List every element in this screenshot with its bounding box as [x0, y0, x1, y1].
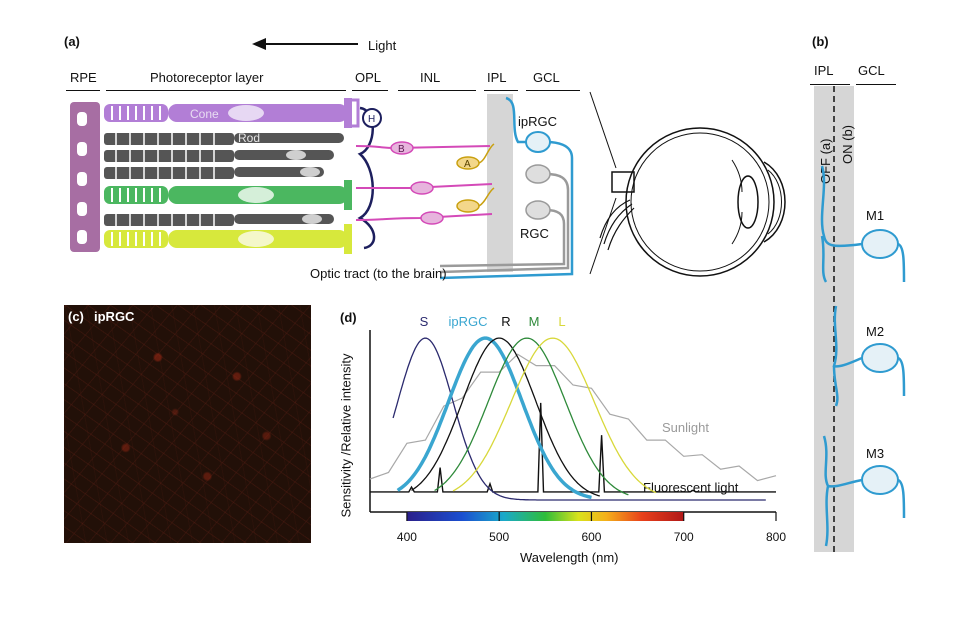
x-tick-label-500: 500 — [489, 530, 509, 544]
m3-label: M3 — [866, 446, 884, 461]
off-label: OFF (a) — [818, 139, 833, 185]
cone-label: Cone — [190, 107, 219, 121]
m2-label: M2 — [866, 324, 884, 339]
ipl-band — [487, 94, 513, 272]
series-label-iprgc: ipRGC — [448, 314, 487, 329]
panel-b-tag: (b) — [812, 34, 829, 49]
layer-opl-label: OPL — [355, 70, 382, 85]
horizontal-cell — [357, 106, 376, 250]
eye-icon — [599, 127, 786, 277]
x-tick-label-800: 800 — [766, 530, 786, 544]
layer-photoreceptor-label: Photoreceptor layer — [150, 70, 264, 85]
light-label: Light — [368, 38, 397, 53]
panel-b-gcl-label: GCL — [858, 63, 885, 78]
rgc-label: RGC — [520, 226, 549, 241]
inl-bracket — [398, 90, 476, 91]
curve-s — [392, 337, 766, 501]
iprgc-label: ipRGC — [518, 114, 557, 129]
optic-tract-label: Optic tract (to the brain) — [310, 266, 447, 281]
rod-group — [104, 133, 344, 226]
panel-d-tag: (d) — [340, 310, 357, 325]
fluorescent-line — [370, 402, 776, 493]
layer-inl-label: INL — [420, 70, 441, 85]
ipl-bracket — [484, 90, 518, 91]
x-tick-label-400: 400 — [397, 530, 417, 544]
panel-b-diagram: OFF (a) ON (b) M1 M2 M3 — [814, 86, 906, 552]
m1-label: M1 — [866, 208, 884, 223]
curve-r — [411, 337, 600, 497]
panel-b-ipl-label: IPL — [814, 63, 834, 78]
sunlight-line — [369, 353, 777, 482]
panel-c-label: ipRGC — [94, 309, 135, 324]
gcl-bracket — [526, 90, 580, 91]
series-label-l: L — [558, 314, 565, 329]
opl-bracket — [352, 90, 388, 91]
layer-ipl-label: IPL — [487, 70, 507, 85]
panel-c-tag: (c) — [68, 309, 84, 324]
layer-gcl-label: GCL — [533, 70, 560, 85]
panel-b-ipl-bracket — [810, 84, 850, 85]
x-tick-label-600: 600 — [581, 530, 601, 544]
iprgc-micrograph: (c) ipRGC — [64, 305, 311, 543]
light-arrow — [252, 38, 358, 50]
x-tick-label-700: 700 — [674, 530, 694, 544]
a-cell-label: A — [464, 159, 471, 170]
x-axis-label: Wavelength (nm) — [520, 550, 619, 565]
on-label: ON (b) — [840, 125, 855, 164]
visible-spectrum-bar — [406, 512, 684, 521]
photoreceptor-bracket — [106, 90, 346, 91]
series-label-r: R — [501, 314, 510, 329]
curve-m — [434, 337, 629, 496]
panel-a-tag: (a) — [64, 34, 80, 49]
b-cell-label: B — [398, 144, 405, 155]
layer-rpe-label: RPE — [70, 70, 97, 85]
retina-inset-box — [611, 171, 635, 193]
curve-l — [452, 337, 657, 494]
retina-diagram: Cone Rod — [70, 91, 617, 280]
series-label-m: M — [529, 314, 540, 329]
panel-b-gcl-bracket — [856, 84, 896, 85]
rpe-bracket — [66, 90, 100, 91]
rod-label: Rod — [238, 131, 260, 145]
curve-iprgc — [396, 336, 592, 500]
series-label-s: S — [420, 314, 429, 329]
sunlight-label: Sunlight — [662, 420, 709, 435]
h-cell-label: H — [368, 114, 375, 125]
